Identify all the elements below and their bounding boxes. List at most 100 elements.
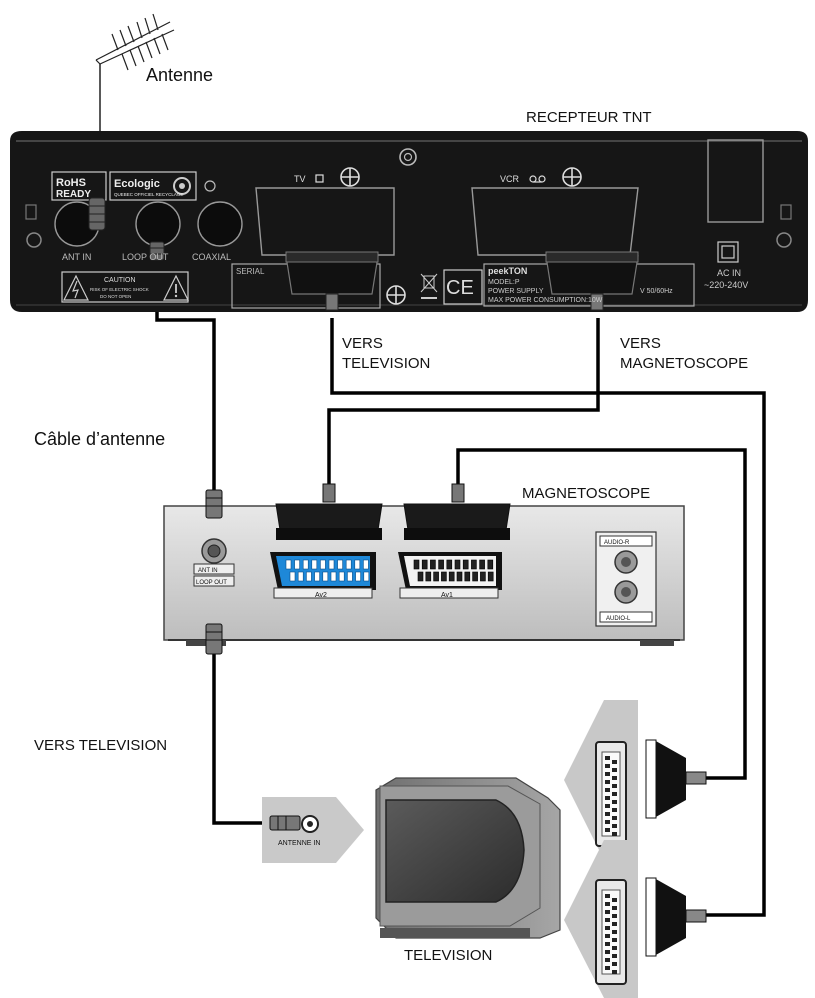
- receiver-coaxial-label: COAXIAL: [192, 252, 231, 262]
- brand-label: peekTON: [488, 266, 527, 276]
- caution-line-1: RISK OF ELECTRIC SHOCK: [90, 287, 149, 292]
- antenne-in-label: ANTENNE IN: [278, 840, 320, 847]
- vcr-ant-in-label: ANT IN: [198, 568, 218, 574]
- scart-pin: [612, 832, 617, 836]
- scart-pin: [487, 559, 494, 570]
- rohs-ready-label: READY: [56, 189, 91, 200]
- scart-pin: [605, 894, 610, 898]
- scart-pin: [612, 816, 617, 820]
- scart-pin: [605, 958, 610, 962]
- scart-pin: [363, 559, 369, 570]
- scart-pin: [417, 571, 424, 582]
- scart-pin: [430, 559, 436, 570]
- av1-pins: [413, 559, 494, 582]
- scart-pin: [612, 800, 617, 804]
- scart-pin: [306, 571, 312, 582]
- scart-pin: [605, 950, 610, 954]
- model-label: MODEL:P: [488, 279, 520, 286]
- scart-pin: [314, 571, 320, 582]
- scart-pin: [612, 938, 617, 942]
- rohs-label: RoHS: [56, 177, 86, 189]
- scart-pin: [330, 571, 337, 582]
- receiver-loop-out-label: LOOP OUT: [122, 252, 169, 262]
- ac-in-voltage-label: ~220-240V: [704, 280, 748, 290]
- scart-pin: [328, 559, 335, 570]
- scart-pin: [302, 559, 309, 570]
- television-label: TELEVISION: [404, 947, 493, 964]
- vcr-ant-plug-icon: [205, 489, 223, 519]
- scart-plug-vcr-icon: [545, 251, 639, 311]
- scart-pin: [338, 571, 345, 582]
- vcr-av1-label: Av1: [441, 592, 453, 599]
- scart-pin: [605, 756, 610, 760]
- ac-in-label: AC IN: [717, 268, 741, 278]
- scart-pin: [487, 571, 494, 582]
- scart-pin: [454, 559, 461, 570]
- scart-pin: [456, 571, 463, 582]
- scart-pin: [612, 962, 617, 966]
- scart-pin: [413, 559, 420, 570]
- scart-pin: [612, 946, 617, 950]
- scart-pin: [363, 571, 370, 582]
- scart-pin: [297, 571, 304, 582]
- ecologic-sub-label: QUEBEC OFFICIEL RECYCLAGE: [114, 192, 183, 197]
- scart-pin: [605, 764, 610, 768]
- vcr-body: [163, 505, 685, 646]
- scart-pin: [612, 792, 617, 796]
- receiver-tv-label: TV: [294, 174, 306, 184]
- max-power-label: MAX POWER CONSUMPTION:10W: [488, 297, 603, 304]
- scart-pin: [612, 930, 617, 934]
- scart-pin: [311, 559, 318, 570]
- receiver-vcr-label: VCR: [500, 174, 520, 184]
- vcr-av2-label: Av2: [315, 592, 327, 599]
- scart-pin: [337, 559, 343, 570]
- power-supply-label: POWER SUPPLY: [488, 288, 544, 295]
- scart-pin: [347, 571, 353, 582]
- scart-pin: [605, 780, 610, 784]
- scart-pin: [446, 559, 453, 570]
- scart-pin: [612, 954, 617, 958]
- receiver-body: [10, 131, 808, 312]
- vers-television-label: VERS TELEVISION: [34, 737, 168, 754]
- scart-pin: [472, 571, 478, 582]
- ce-mark: CE: [446, 277, 474, 299]
- scart-pin: [605, 812, 610, 816]
- scart-pin: [612, 914, 617, 918]
- tv-scart-panel-top: [564, 700, 707, 860]
- vers-tv-line-2: TELEVISION: [342, 355, 431, 372]
- scart-pin: [605, 918, 610, 922]
- scart-pin: [320, 559, 326, 570]
- scart-pin: [605, 796, 610, 800]
- receiver-serial-label: SERIAL: [236, 267, 265, 276]
- loop-out-plug-icon: [149, 241, 165, 261]
- scart-pin: [605, 788, 610, 792]
- scart-pin: [605, 942, 610, 946]
- scart-pin: [345, 559, 352, 570]
- scart-pin: [612, 970, 617, 974]
- antenne-label: Antenne: [146, 65, 214, 85]
- scart-pin: [612, 906, 617, 910]
- tv-scart-pins: [605, 756, 617, 974]
- scart-pin: [322, 571, 329, 582]
- scart-pin: [285, 559, 292, 570]
- scart-pin: [464, 571, 471, 582]
- vcr-scart-plug-av1-icon: [403, 483, 511, 540]
- scart-pin: [612, 768, 617, 772]
- scart-pin: [441, 571, 447, 582]
- scart-pin: [479, 559, 485, 570]
- vcr-audio-r-label: AUDIO-R: [604, 540, 630, 546]
- vcr-loop-out-label: LOOP OUT: [196, 580, 227, 586]
- magnetoscope-label: MAGNETOSCOPE: [522, 485, 651, 502]
- receiver-ant-in-label: ANT IN: [62, 252, 91, 262]
- ecologic-label: Ecologic: [114, 178, 160, 190]
- scart-pin: [612, 898, 617, 902]
- scart-pin: [612, 760, 617, 764]
- scart-pin: [605, 828, 610, 832]
- scart-pin: [294, 559, 300, 570]
- scart-pin: [605, 804, 610, 808]
- scart-plug-tv-icon: [285, 251, 379, 311]
- scart-pin: [605, 910, 610, 914]
- scart-pin: [355, 571, 361, 582]
